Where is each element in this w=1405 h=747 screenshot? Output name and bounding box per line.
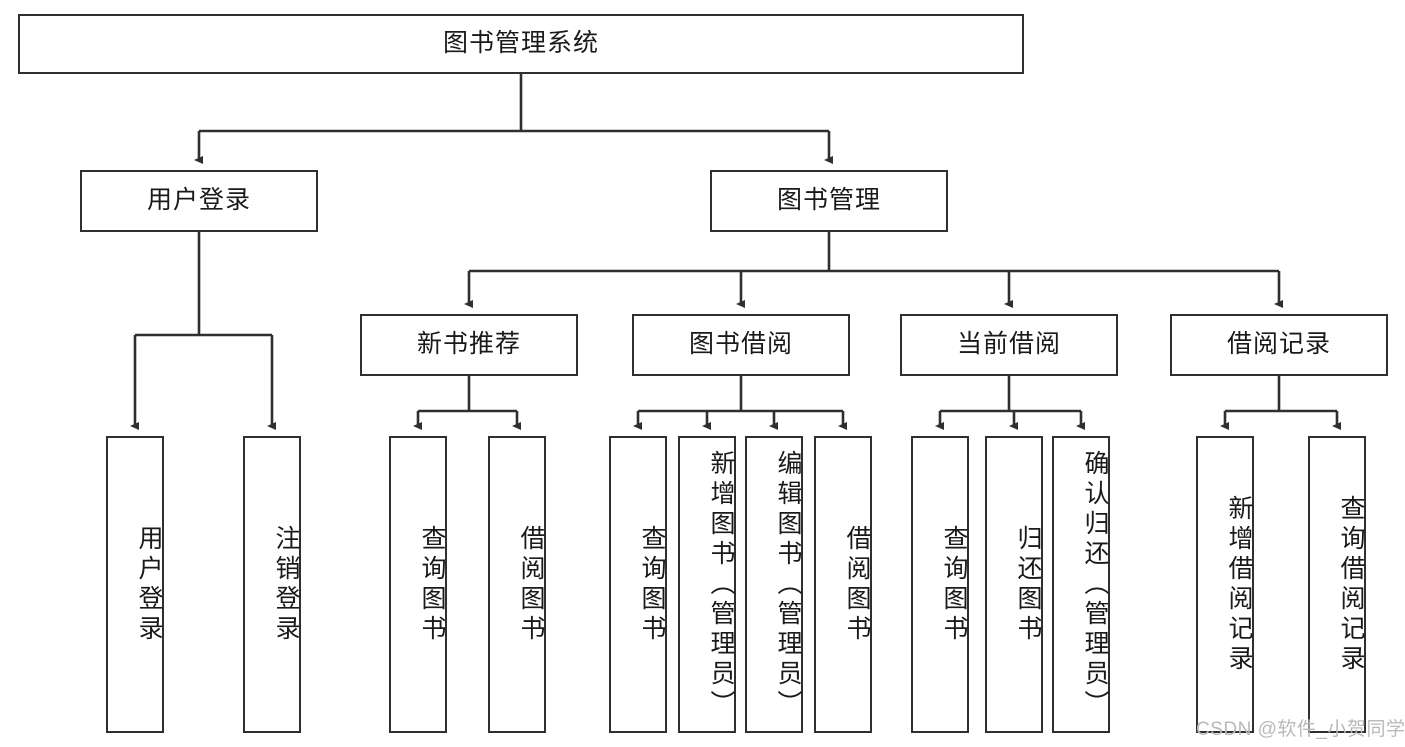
node-leaf-logout-login-label: 注销登录 <box>272 524 300 645</box>
node-leaf-query-borrow-record-label: 查询借阅记录 <box>1337 494 1365 675</box>
node-leaf-confirm-return-admin[interactable]: 确认归还（管理员） <box>1052 436 1110 733</box>
node-leaf-edit-book-admin-label: 编辑图书（管理员） <box>774 449 802 720</box>
node-user-login-label: 用户登录 <box>146 186 251 215</box>
node-leaf-add-book-admin[interactable]: 新增图书（管理员） <box>678 436 736 733</box>
node-leaf-logout-login[interactable]: 注销登录 <box>243 436 301 733</box>
node-leaf-borrow-book-borrow[interactable]: 借阅图书 <box>814 436 872 733</box>
node-leaf-return-book-label: 归还图书 <box>1014 524 1042 645</box>
node-leaf-query-book-borrow[interactable]: 查询图书 <box>609 436 667 733</box>
node-new-book-recommend[interactable]: 新书推荐 <box>360 314 578 376</box>
node-leaf-query-borrow-record[interactable]: 查询借阅记录 <box>1308 436 1366 733</box>
node-leaf-add-book-admin-label: 新增图书（管理员） <box>707 449 735 720</box>
node-leaf-add-borrow-record-label: 新增借阅记录 <box>1225 494 1253 675</box>
node-borrow-record[interactable]: 借阅记录 <box>1170 314 1388 376</box>
node-book-borrow-label: 图书借阅 <box>688 330 793 359</box>
node-new-book-recommend-label: 新书推荐 <box>416 330 521 359</box>
node-leaf-return-book[interactable]: 归还图书 <box>985 436 1043 733</box>
node-user-login[interactable]: 用户登录 <box>80 170 318 232</box>
node-leaf-borrow-book-recommend[interactable]: 借阅图书 <box>488 436 546 733</box>
node-leaf-edit-book-admin[interactable]: 编辑图书（管理员） <box>745 436 803 733</box>
node-leaf-query-book-current[interactable]: 查询图书 <box>911 436 969 733</box>
node-leaf-query-book-recommend[interactable]: 查询图书 <box>389 436 447 733</box>
node-book-borrow[interactable]: 图书借阅 <box>632 314 850 376</box>
node-root-label: 图书管理系统 <box>442 29 599 58</box>
node-leaf-query-book-recommend-label: 查询图书 <box>418 524 446 645</box>
node-leaf-borrow-book-recommend-label: 借阅图书 <box>517 524 545 645</box>
node-leaf-query-book-current-label: 查询图书 <box>940 524 968 645</box>
node-leaf-borrow-book-borrow-label: 借阅图书 <box>843 524 871 645</box>
node-leaf-user-login[interactable]: 用户登录 <box>106 436 164 733</box>
node-root[interactable]: 图书管理系统 <box>18 14 1024 74</box>
node-leaf-user-login-label: 用户登录 <box>135 524 163 645</box>
watermark-text: CSDN @软件_小贺同学 <box>1196 719 1405 740</box>
node-leaf-confirm-return-admin-label: 确认归还（管理员） <box>1081 449 1109 720</box>
node-book-manage[interactable]: 图书管理 <box>710 170 948 232</box>
node-current-borrow-label: 当前借阅 <box>956 330 1061 359</box>
node-current-borrow[interactable]: 当前借阅 <box>900 314 1118 376</box>
node-leaf-query-book-borrow-label: 查询图书 <box>638 524 666 645</box>
node-book-manage-label: 图书管理 <box>776 186 881 215</box>
node-leaf-add-borrow-record[interactable]: 新增借阅记录 <box>1196 436 1254 733</box>
node-borrow-record-label: 借阅记录 <box>1226 330 1331 359</box>
